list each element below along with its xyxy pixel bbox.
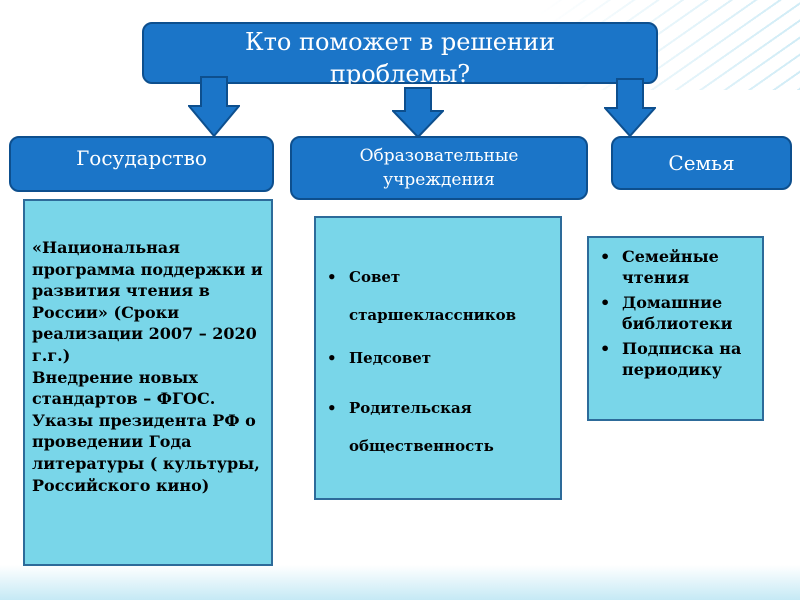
list-item: Семейные чтения xyxy=(594,246,758,288)
arrow-down-icon xyxy=(188,76,240,138)
state-text: Внедрение новых стандартов – ФГОС. xyxy=(32,367,216,409)
decorative-band xyxy=(0,565,800,600)
category-education: Образовательные учреждения xyxy=(290,136,588,200)
category-label: Образовательные учреждения xyxy=(359,146,519,190)
category-label: Семья xyxy=(668,151,735,175)
list-item: Совет старшеклассников xyxy=(321,258,556,334)
list-item: Подписка на периодику xyxy=(594,338,758,380)
category-state: Государство xyxy=(9,136,274,192)
education-content-box: Совет старшеклассников Педсовет Родитель… xyxy=(314,216,562,500)
title-text: Кто поможет в решении проблемы? xyxy=(245,28,555,88)
education-list: Совет старшеклассников Педсовет Родитель… xyxy=(321,258,556,465)
title-box: Кто поможет в решении проблемы? xyxy=(142,22,658,88)
arrow-down-icon xyxy=(604,78,656,138)
category-family: Семья xyxy=(611,136,792,190)
list-item: Педсовет xyxy=(321,339,556,377)
list-item: Родительская общественность xyxy=(321,389,556,465)
state-text: Указы президента РФ о проведении Года ли… xyxy=(32,410,260,495)
family-list: Семейные чтения Домашние библиотеки Подп… xyxy=(594,246,758,380)
category-label: Государство xyxy=(76,146,207,170)
state-text: «Национальная программа поддержки и разв… xyxy=(32,238,263,365)
state-content-box: «Национальная программа поддержки и разв… xyxy=(23,199,273,566)
arrow-down-icon xyxy=(392,87,444,139)
list-item: Домашние библиотеки xyxy=(594,292,758,334)
family-content-box: Семейные чтения Домашние библиотеки Подп… xyxy=(587,236,764,421)
